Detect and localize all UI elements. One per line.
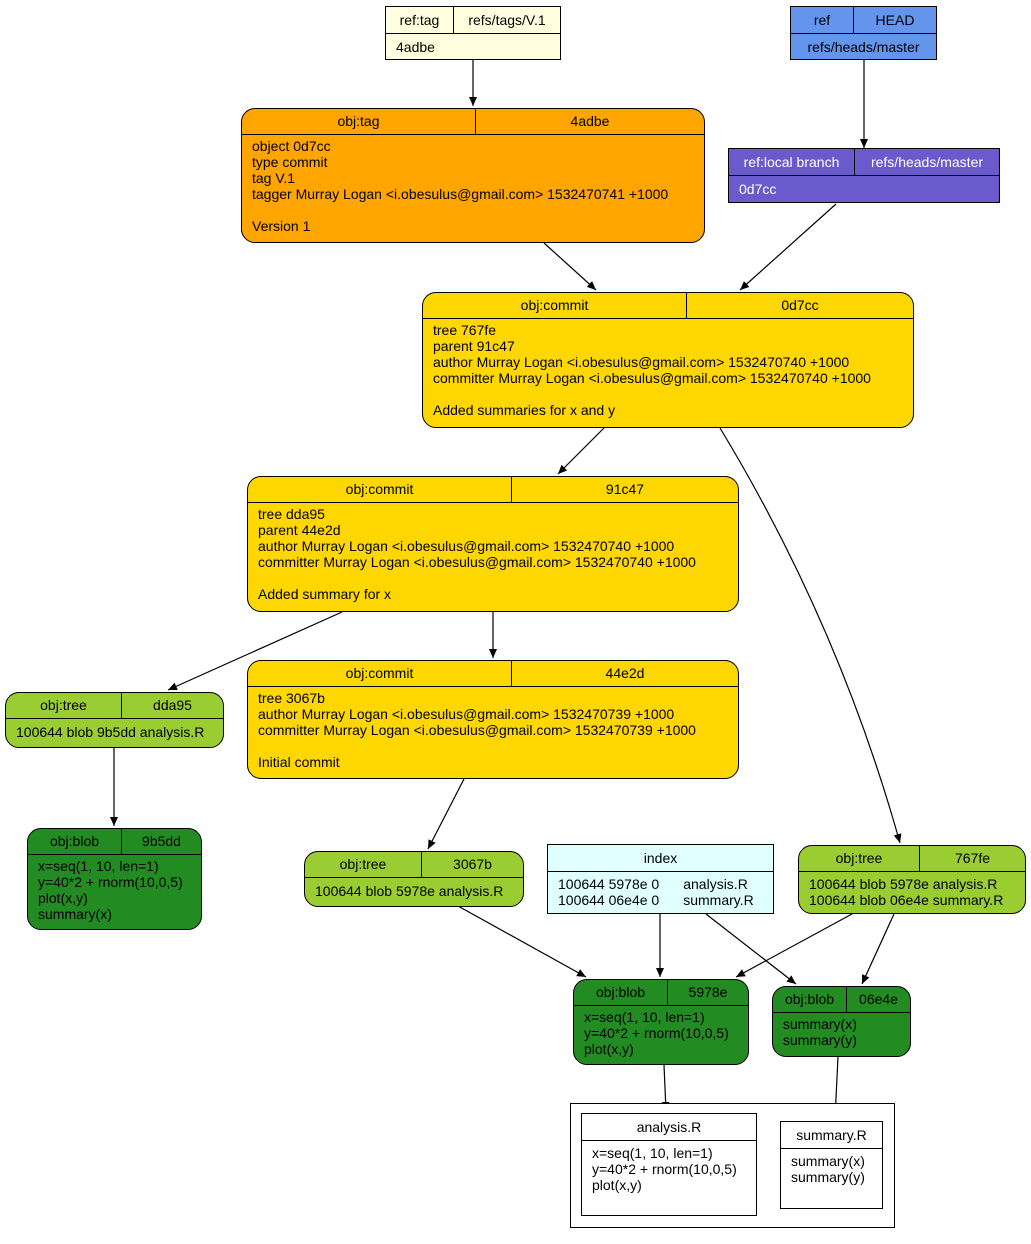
commit-0d7cc-key: 0d7cc — [686, 293, 913, 318]
blob-06e4e-node: obj:blob 06e4e summary(x) summary(y) — [772, 986, 911, 1057]
commit-44e2d-content: tree 3067b author Murray Logan <i.obesul… — [258, 690, 696, 770]
blob-5978e-key: 5978e — [667, 980, 748, 1005]
blob-5978e-node: obj:blob 5978e x=seq(1, 10, len=1) y=40*… — [573, 979, 749, 1065]
tree-dda95-content: 100644 blob 9b5dd analysis.R — [16, 724, 205, 740]
ref-head-label: ref — [813, 12, 831, 28]
blob-06e4e-label: obj:blob — [784, 991, 835, 1007]
commit-0d7cc-label: obj:commit — [520, 297, 589, 313]
ref-branch-value: 0d7cc — [739, 181, 777, 197]
commit-44e2d-node: obj:commit 44e2d tree 3067b author Murra… — [247, 660, 739, 779]
file-analysis-content: x=seq(1, 10, len=1) y=40*2 + rnorm(10,0,… — [592, 1145, 737, 1193]
tree-3067b-label: obj:tree — [339, 856, 387, 872]
blob-5978e-label: obj:blob — [595, 984, 646, 1000]
commit-91c47-label: obj:commit — [345, 481, 414, 497]
index-entries-paths: analysis.R summary.R — [683, 876, 754, 908]
commit-91c47-content: tree dda95 parent 44e2d author Murray Lo… — [258, 506, 696, 602]
file-summary-node: summary.R summary(x) summary(y) — [780, 1121, 883, 1209]
edge-tree767fe-to-blob5978e — [735, 913, 853, 978]
ref-head-key: HEAD — [853, 7, 936, 33]
ref-head-node: ref HEAD refs/heads/master — [790, 6, 937, 60]
ref-tag-label: ref:tag — [399, 12, 440, 28]
edge-commit0d7cc-to-commit91c47 — [557, 427, 605, 475]
tree-dda95-node: obj:tree dda95 100644 blob 9b5dd analysi… — [5, 692, 224, 748]
edge-tree767fe-to-blob06e4e — [861, 913, 895, 985]
blob-06e4e-key: 06e4e — [846, 987, 910, 1012]
tag-4adbe-content: object 0d7cc type commit tag V.1 tagger … — [252, 138, 669, 234]
blob-9b5dd-label: obj:blob — [49, 833, 100, 849]
blob-9b5dd-content: x=seq(1, 10, len=1) y=40*2 + rnorm(10,0,… — [38, 858, 183, 922]
blob-5978e-content: x=seq(1, 10, len=1) y=40*2 + rnorm(10,0,… — [584, 1009, 729, 1057]
tree-3067b-key: 3067b — [421, 852, 523, 877]
index-node: index 100644 5978e 0 100644 06e4e 0 anal… — [547, 844, 774, 914]
file-analysis-node: analysis.R x=seq(1, 10, len=1) y=40*2 + … — [581, 1113, 757, 1216]
tree-767fe-key: 767fe — [919, 846, 1025, 871]
tree-767fe-label: obj:tree — [835, 850, 883, 866]
blob-9b5dd-node: obj:blob 9b5dd x=seq(1, 10, len=1) y=40*… — [27, 828, 202, 930]
tree-dda95-key: dda95 — [121, 693, 223, 718]
edge-tree3067b-to-blob5978e — [457, 905, 587, 978]
tree-3067b-node: obj:tree 3067b 100644 blob 5978e analysi… — [304, 851, 524, 907]
index-entries-modes: 100644 5978e 0 100644 06e4e 0 — [558, 876, 660, 908]
ref-tag-key: refs/tags/V.1 — [453, 7, 560, 33]
tag-4adbe-node: obj:tag 4adbe object 0d7cc type commit t… — [241, 108, 705, 243]
file-summary-label: summary.R — [796, 1127, 867, 1143]
ref-branch-label: ref:local branch — [743, 154, 840, 170]
commit-91c47-node: obj:commit 91c47 tree dda95 parent 44e2d… — [247, 476, 739, 612]
tag-4adbe-label: obj:tag — [337, 113, 380, 129]
file-analysis-label: analysis.R — [636, 1119, 702, 1135]
edge-index-to-blob06e4e — [705, 913, 797, 985]
edge-commit44e2d-to-tree3067b — [427, 778, 465, 850]
commit-91c47-key: 91c47 — [511, 477, 738, 502]
index-label: index — [643, 850, 678, 866]
ref-tag-node: ref:tag refs/tags/V.1 4adbe — [385, 6, 561, 60]
tag-4adbe-key: 4adbe — [475, 109, 704, 134]
blob-9b5dd-key: 9b5dd — [121, 829, 201, 854]
edge-branch-to-commit — [739, 203, 837, 291]
blob-06e4e-content: summary(x) summary(y) — [783, 1016, 857, 1048]
tree-767fe-node: obj:tree 767fe 100644 blob 5978e analysi… — [798, 845, 1026, 914]
commit-44e2d-label: obj:commit — [345, 665, 414, 681]
tree-3067b-content: 100644 blob 5978e analysis.R — [315, 883, 504, 899]
ref-head-value: refs/heads/master — [807, 39, 920, 55]
commit-0d7cc-node: obj:commit 0d7cc tree 767fe parent 91c47… — [422, 292, 914, 428]
commit-44e2d-key: 44e2d — [511, 661, 738, 686]
file-summary-content: summary(x) summary(y) — [791, 1153, 865, 1185]
commit-0d7cc-content: tree 767fe parent 91c47 author Murray Lo… — [433, 322, 871, 418]
edge-commit91c47-to-treedda95 — [167, 611, 343, 691]
tree-dda95-label: obj:tree — [40, 697, 87, 713]
ref-branch-node: ref:local branch refs/heads/master 0d7cc — [728, 148, 1000, 203]
edge-tag-to-commit — [543, 242, 597, 291]
ref-branch-key: refs/heads/master — [854, 149, 999, 175]
edge-commit0d7cc-to-tree767fe — [719, 427, 902, 844]
tree-767fe-content: 100644 blob 5978e analysis.R 100644 blob… — [809, 876, 1004, 908]
ref-tag-value: 4adbe — [396, 39, 435, 55]
